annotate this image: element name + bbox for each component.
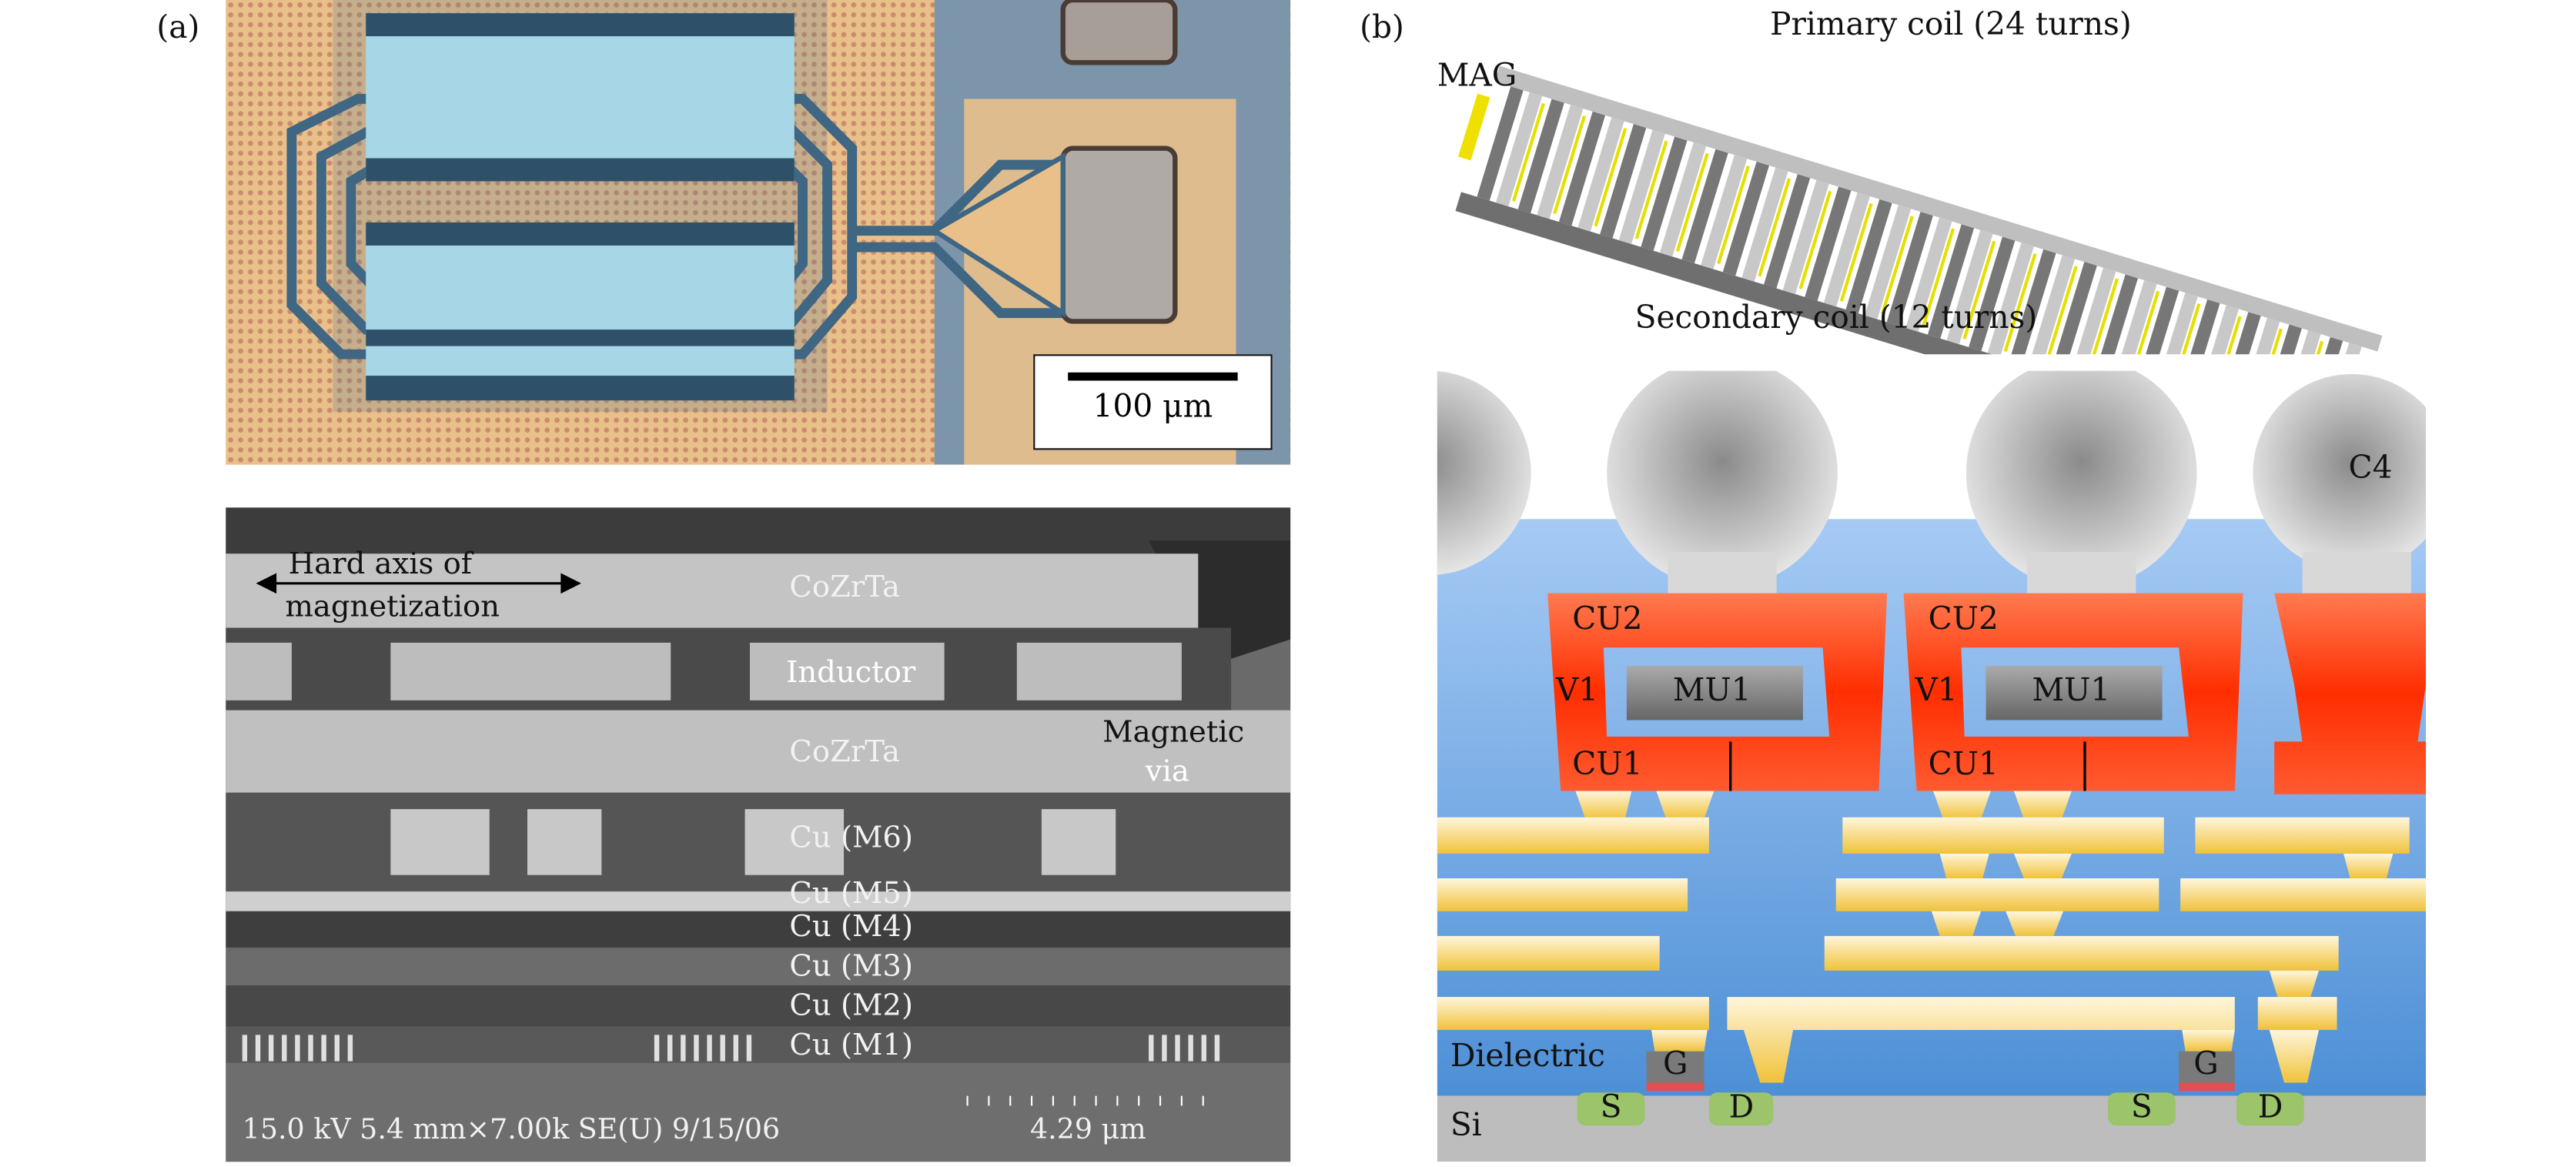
scale-ticks [966, 1095, 1204, 1106]
secondary-coil-lead [1455, 192, 2344, 355]
bond-pad [1060, 145, 1178, 324]
source-label: S [2130, 1089, 2153, 1126]
layer-label: CoZrTa [789, 734, 900, 770]
bond-pad [1060, 0, 1178, 65]
mu1-block [1626, 665, 1803, 721]
drain [1708, 1092, 1774, 1126]
cross-section-drawing [1437, 370, 2427, 1162]
cu2-label: CU2 [1572, 601, 1643, 638]
scale-bar: 100 μm [1033, 354, 1273, 450]
sem-layers [226, 507, 1291, 1162]
gate [1646, 1051, 1705, 1083]
m1-comb [242, 1035, 1220, 1062]
gate-label: G [2193, 1046, 2219, 1083]
si-label: Si [1450, 1107, 1482, 1144]
layer-label: Cu (M5) [789, 876, 913, 911]
panel-a-label: (a) [156, 9, 200, 46]
magnetic-bars [366, 13, 795, 401]
copper-loops [1547, 593, 2427, 794]
magnetic-via-label-1: Magnetic [1102, 715, 1245, 751]
layer-label: Cu (M3) [789, 949, 913, 984]
transformer-coil-drawing [1455, 65, 2383, 355]
v1-label: V1 [1555, 672, 1599, 709]
dielectric-label: Dielectric [1450, 1038, 1605, 1075]
metal-interconnects [1437, 791, 2427, 1083]
layer-label: CoZrTa [789, 570, 900, 605]
layer-cozrta-top [226, 553, 1199, 628]
v1-label: V1 [1915, 672, 1958, 709]
layer-cozrta-bottom [226, 710, 1291, 793]
m6-lines [390, 809, 1116, 875]
layer-label: Cu (M6) [789, 821, 913, 856]
mag-core-end [1458, 93, 1490, 161]
layer-label: Cu (M4) [789, 909, 913, 945]
coil-turns [1477, 86, 2362, 355]
magnetic-via-label-2: via [1145, 754, 1189, 790]
gate [2179, 1051, 2235, 1083]
source [1577, 1092, 1645, 1126]
secondary-coil-label: Secondary coil (12 turns) [1634, 299, 2038, 336]
inductor-lines [226, 642, 1182, 701]
layer-label: Cu (M2) [789, 988, 913, 1024]
mu1-label: MU1 [1672, 672, 1751, 709]
drain [2236, 1092, 2304, 1126]
drain-label: D [1728, 1089, 1755, 1126]
sem-info-bar: 15.0 kV 5.4 mm×7.00k SE(U) 9/15/06 [242, 1114, 781, 1147]
chip-cross-section: C4 CU2 CU2 V1 V1 MU1 MU1 CU1 CU1 Dielect… [1437, 370, 2427, 1162]
scale-bar-label: 100 μm [1092, 389, 1213, 426]
double-arrow-icon [256, 573, 581, 594]
inductor-layout [286, 0, 1291, 465]
mu1-label: MU1 [2032, 672, 2111, 709]
c4-bumps [1437, 370, 2427, 602]
axis-label-1: Hard axis of [288, 547, 473, 582]
cu1-label: CU1 [1928, 746, 1999, 783]
mu1-block [1986, 665, 2163, 721]
layer-label: Cu (M1) [789, 1028, 913, 1063]
cu2-label: CU2 [1928, 601, 1999, 638]
axis-label-2: magnetization [285, 590, 500, 625]
primary-coil-lead [1494, 65, 2383, 352]
layer-label: Inductor [786, 655, 916, 691]
sem-scale: 4.29 μm [1029, 1114, 1146, 1147]
source-label: S [1600, 1089, 1622, 1126]
panel-b-label: (b) [1360, 9, 1404, 46]
mag-label: MAG [1437, 57, 1517, 95]
cu1-label: CU1 [1572, 746, 1643, 783]
primary-coil-label: Primary coil (24 turns) [1770, 6, 2132, 43]
sem-micrograph: Hard axis of magnetization CoZrTa Induct… [226, 507, 1291, 1162]
drain-label: D [2257, 1089, 2283, 1126]
source [2107, 1092, 2176, 1126]
c4-label: C4 [2348, 450, 2393, 487]
transistors [1577, 1051, 2304, 1126]
optical-micrograph: 100 μm [226, 0, 1291, 465]
gate-label: G [1662, 1046, 1688, 1083]
